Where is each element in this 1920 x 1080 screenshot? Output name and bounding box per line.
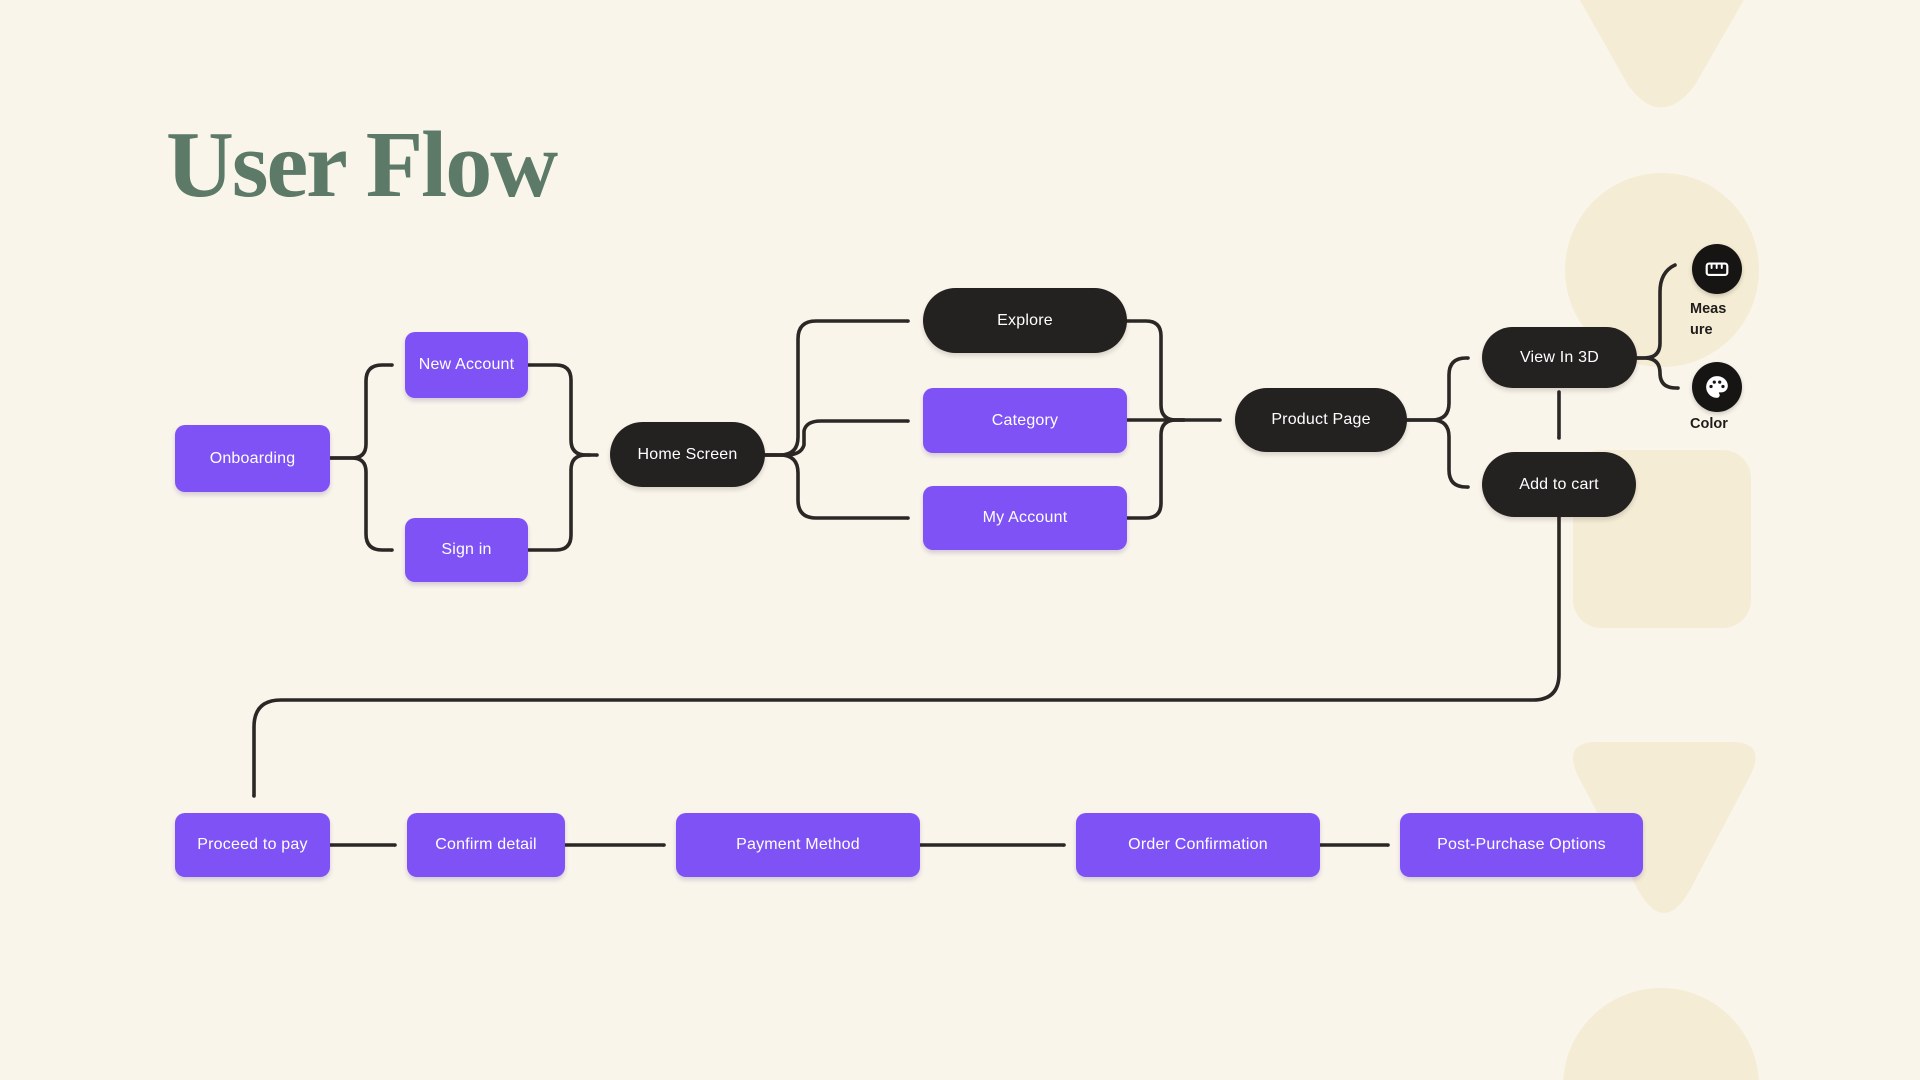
page-title: User Flow <box>166 113 558 217</box>
node-sign-in: Sign in <box>405 518 528 582</box>
node-new-account: New Account <box>405 332 528 398</box>
node-view-in-3d: View In 3D <box>1482 327 1637 388</box>
palette-icon <box>1706 376 1728 398</box>
node-add-to-cart: Add to cart <box>1482 452 1636 517</box>
connector-view-in-3d-color <box>1635 356 1680 388</box>
connector-sign-in-home-screen <box>526 453 592 552</box>
node-order-confirmation: Order Confirmation <box>1076 813 1320 877</box>
measure-label-line1: Meas <box>1690 301 1727 317</box>
measure-label: Meas ure <box>1690 299 1750 342</box>
measure-feature <box>1692 244 1742 294</box>
connector-product-page-add-to-cart <box>1405 418 1470 487</box>
connector-add-to-cart-proceed-to-pay <box>254 515 1561 798</box>
color-feature <box>1692 362 1742 412</box>
connector-home-screen-explore <box>763 319 910 457</box>
measure-label-line2: ure <box>1690 322 1713 339</box>
node-proceed-to-pay: Proceed to pay <box>175 813 330 877</box>
node-payment-method: Payment Method <box>676 813 920 877</box>
color-label: Color <box>1690 416 1728 432</box>
connector-onboarding-sign-in <box>328 456 394 550</box>
connector-new-account-home-screen <box>526 363 599 455</box>
node-product-page: Product Page <box>1235 388 1407 452</box>
connector-explore-product-page <box>1125 319 1186 422</box>
node-home-screen: Home Screen <box>610 422 765 487</box>
decor-triangle-top <box>1579 0 1744 108</box>
node-confirm-detail: Confirm detail <box>407 813 565 877</box>
connector-my-account-product-page <box>1125 418 1186 520</box>
decor-triangle-bottom <box>1572 742 1756 913</box>
decor-circle-top <box>1565 173 1759 367</box>
node-my-account: My Account <box>923 486 1127 550</box>
connector-home-screen-category <box>763 419 910 457</box>
node-post-purchase-options: Post-Purchase Options <box>1400 813 1643 877</box>
decor-circle-bottom <box>1563 988 1759 1080</box>
connector-view-in-3d-measure <box>1635 265 1677 360</box>
connector-home-screen-my-account <box>763 453 910 518</box>
connector-onboarding-new-account <box>328 363 394 460</box>
ruler-icon <box>1705 262 1729 277</box>
node-explore: Explore <box>923 288 1127 353</box>
node-onboarding: Onboarding <box>175 425 330 492</box>
node-category: Category <box>923 388 1127 453</box>
connector-product-page-view-in-3d <box>1405 356 1470 422</box>
